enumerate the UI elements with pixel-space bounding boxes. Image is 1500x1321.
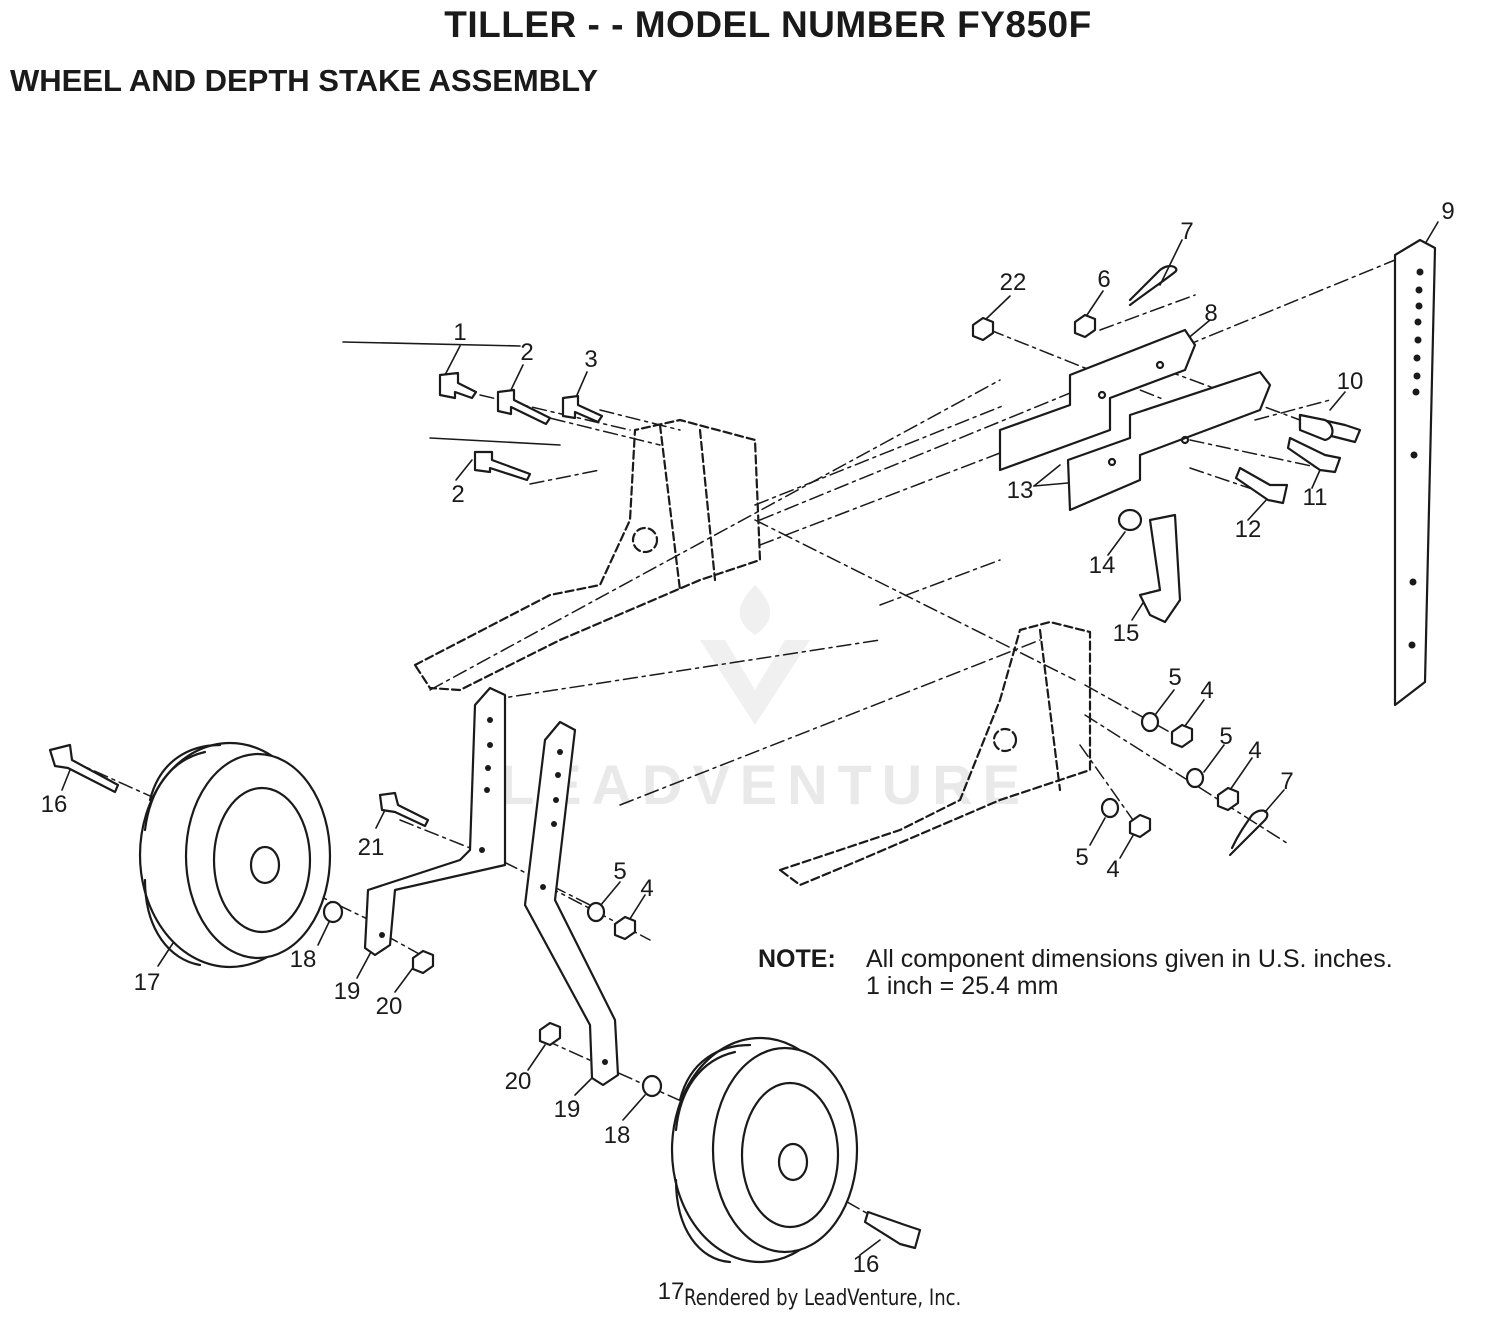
callout-4: 4 [640,875,654,902]
callout-3: 3 [584,346,598,373]
callout-5: 5 [1168,664,1182,691]
callout-16: 16 [40,791,68,818]
callout-14: 14 [1088,552,1116,579]
note-label: NOTE: [758,945,836,973]
depth-stake-holes [1408,268,1424,649]
callout-13: 13 [1006,477,1034,504]
callout-20: 20 [375,993,403,1020]
callout-17: 17 [133,969,161,996]
dimension-note: NOTE: All component dimensions given in U… [758,946,1393,1000]
tine-shield-right [778,620,1092,887]
callout-12: 12 [1234,516,1262,543]
callout-5: 5 [1075,844,1089,871]
callout-7: 7 [1280,768,1294,795]
watermark-text: LEADVENTURE [500,753,1031,816]
wheel-right [670,1036,859,1264]
callout-20: 20 [504,1068,532,1095]
callout-17: 17 [657,1278,685,1305]
callout-7: 7 [1180,218,1194,245]
wheel-left [138,741,332,969]
callout-9: 9 [1441,198,1455,225]
callout-10: 10 [1336,368,1364,395]
spacer-and-lift-arm [1117,508,1182,624]
wheel-bracket-right [523,720,620,1087]
callout-2: 2 [451,481,465,508]
callout-19: 19 [553,1096,581,1123]
callout-19: 19 [333,978,361,1005]
note-line-1: All component dimensions given in U.S. i… [866,945,1393,973]
render-credit: Rendered by LeadVenture, Inc. [684,1286,962,1311]
callout-21: 21 [357,834,385,861]
callout-1: 1 [453,319,467,346]
callout-6: 6 [1097,266,1111,293]
callout-4: 4 [1106,856,1120,883]
depth-stake-brackets [998,328,1272,512]
callout-2: 2 [520,339,534,366]
callout-22: 22 [999,269,1027,296]
assembly-subtitle: WHEEL AND DEPTH STAKE ASSEMBLY [10,63,598,98]
callout-4: 4 [1248,737,1262,764]
bracket-holes [379,717,608,1065]
tine-shield-left [413,418,762,692]
callout-16: 16 [852,1251,880,1278]
callout-8: 8 [1204,300,1218,327]
callout-18: 18 [603,1122,631,1149]
callout-15: 15 [1112,620,1140,647]
callout-4: 4 [1200,677,1214,704]
leadventure-logo-watermark [700,585,810,725]
callout-18: 18 [289,946,317,973]
hair-pins [1128,264,1269,857]
callout-5: 5 [613,858,627,885]
bolts [48,371,1362,1250]
depth-stake-bar [1393,238,1437,707]
callout-11: 11 [1302,484,1328,511]
page-title: TILLER - - MODEL NUMBER FY850F [444,4,1092,45]
note-line-2: 1 inch = 25.4 mm [866,972,1059,1000]
callout-5: 5 [1219,723,1233,750]
wheel-bracket-left [363,686,507,957]
clevis-pin [1298,413,1334,442]
nuts-and-washers [322,313,1240,1098]
leader-lines [61,221,1439,1256]
